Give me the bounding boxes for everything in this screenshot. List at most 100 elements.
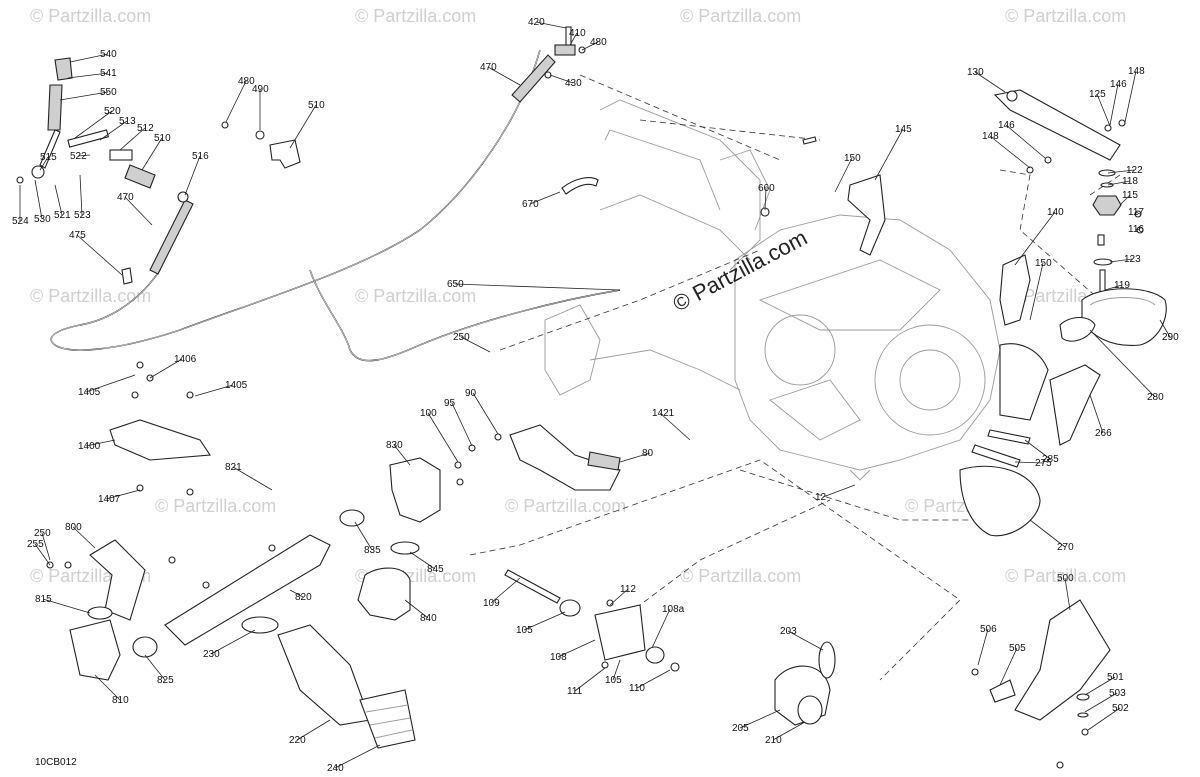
callout-leader (451, 402, 473, 447)
bar-130 (993, 89, 1126, 174)
callout-number: 280 (1147, 392, 1164, 403)
callout-leader (822, 484, 856, 498)
bracket-145 (760, 136, 886, 256)
shifter-lever-assembly (16, 57, 189, 285)
watermark-text: © Partzilla.com (680, 6, 801, 26)
callout-number: 523 (74, 210, 91, 221)
callout-leader (460, 336, 491, 353)
callout-number: 111 (567, 686, 583, 697)
callout-leader (34, 179, 43, 220)
callout-number: 146 (1110, 79, 1127, 90)
callout-number: 524 (12, 216, 29, 227)
bracket-510 (221, 121, 301, 169)
callout-leader (834, 157, 853, 193)
callout-number: 112 (620, 584, 636, 595)
callout-leader (549, 74, 574, 84)
callout-number: 255 (27, 539, 44, 550)
watermark-text: © Partzilla.com (680, 566, 801, 586)
callout-leader (54, 184, 63, 216)
callout-leader (1064, 577, 1071, 611)
clamp-275 (971, 444, 1021, 468)
callout-number: 1421 (652, 408, 675, 419)
callout-number: 12 (815, 492, 827, 503)
boot-205-group (774, 641, 836, 726)
callout-leader (404, 599, 429, 619)
callout-number: 80 (642, 448, 654, 459)
callout-number: 275 (1035, 458, 1052, 469)
callout-number: 660 (758, 183, 775, 194)
callout-leader (529, 191, 561, 205)
boot-810 (69, 619, 121, 681)
callout-number: 230 (203, 649, 220, 660)
callout-leader (989, 135, 1031, 169)
callout-leader (1135, 228, 1141, 231)
callout-leader (184, 155, 201, 196)
callout-leader (94, 674, 121, 701)
callout-number: 513 (119, 116, 136, 127)
callout-number: 220 (289, 735, 306, 746)
callout-leader (1014, 211, 1056, 266)
callout-leader (1135, 211, 1141, 215)
callout-number: 835 (364, 545, 381, 556)
callout-number: 148 (1128, 66, 1145, 77)
callout-leader (1005, 124, 1046, 159)
callout-number: 521 (54, 210, 71, 221)
callout-number: 540 (100, 49, 117, 60)
callout-number: 146 (998, 120, 1015, 131)
callout-number: 285 (1042, 454, 1059, 465)
callout-number: 118 (1122, 176, 1138, 187)
callout-number: 480 (238, 76, 255, 87)
callout-number: 90 (465, 388, 477, 399)
callout-number: 122 (1126, 165, 1143, 176)
callout-number: 840 (420, 613, 437, 624)
callout-leader (490, 577, 521, 604)
boot-270 (959, 465, 1041, 537)
callout-leader (1024, 439, 1051, 460)
callout-number: 845 (427, 564, 444, 575)
throttle-cable-470 (50, 49, 556, 351)
callout-leader (581, 41, 599, 51)
callout-leader (659, 412, 691, 441)
callout-leader (59, 91, 109, 101)
callout-leader (296, 719, 331, 741)
callout-leader (77, 154, 91, 157)
watermark-text: © Partzilla.com (30, 6, 151, 26)
callout-number: 123 (1124, 254, 1141, 265)
callout-number: 480 (590, 37, 607, 48)
callout-number: 670 (522, 199, 539, 210)
callout-leader (85, 374, 136, 393)
callout-number: 505 (1009, 643, 1026, 654)
clamp-280 (1059, 316, 1096, 342)
bracket-500 (971, 599, 1111, 769)
callout-number: 490 (252, 84, 269, 95)
callout-leader (1104, 284, 1123, 291)
clamp-285 (987, 429, 1031, 445)
callout-number: 119 (1114, 280, 1130, 291)
watermark-text: © Partzilla.com (30, 286, 151, 306)
callout-number: 825 (157, 675, 174, 686)
callout-leader (772, 721, 806, 741)
elbow-duct (999, 343, 1049, 421)
callout-leader (149, 358, 183, 379)
callout-number: 290 (1162, 332, 1179, 343)
dashed-assembly-lines (469, 74, 1121, 681)
callout-leader (354, 521, 373, 551)
callout-number: 815 (35, 594, 52, 605)
callout-leader (194, 384, 234, 397)
callout-number: 506 (980, 624, 997, 635)
elbow-840 (357, 567, 411, 621)
callout-leader (99, 120, 128, 141)
callout-leader (609, 588, 629, 606)
callout-leader (612, 659, 621, 681)
callout-number: 1400 (78, 441, 101, 452)
callout-leader (1119, 194, 1131, 206)
callout-number: 240 (327, 763, 344, 774)
watermark-text: © Partzilla.com (355, 6, 476, 26)
callout-number: 820 (295, 592, 312, 603)
shaft-109-group (504, 569, 680, 672)
callout-leader (1107, 180, 1131, 186)
callout-number: 512 (137, 123, 154, 134)
callout-leader (41, 532, 51, 561)
callout-leader (141, 137, 163, 171)
callout-number: 105 (516, 625, 533, 636)
